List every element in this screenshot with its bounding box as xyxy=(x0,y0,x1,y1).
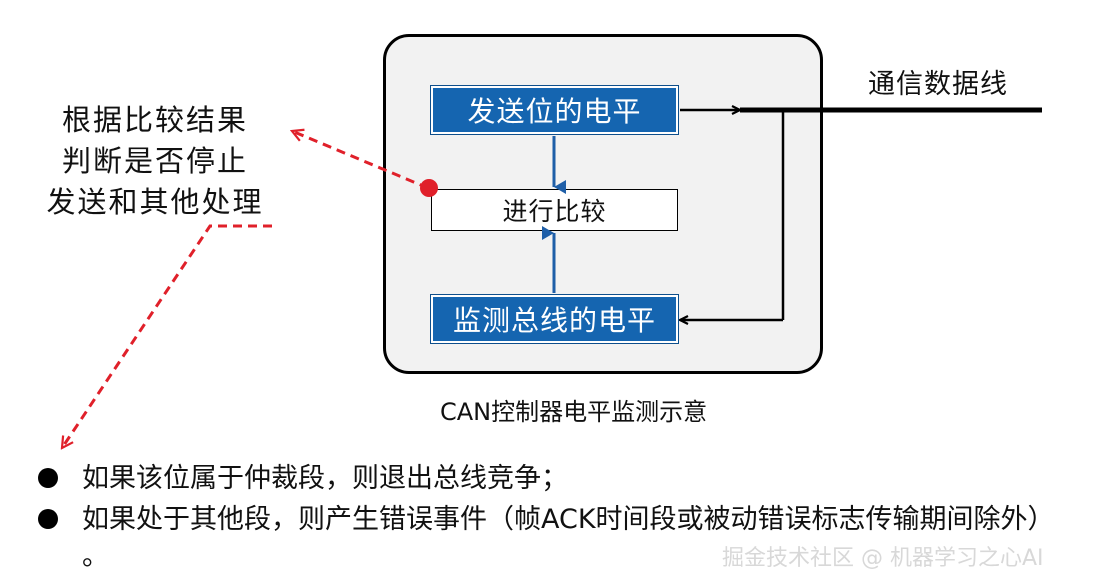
bullet-text-1: 如果该位属于仲裁段，则退出总线竞争； xyxy=(82,463,568,494)
bullet-item-1: 如果该位属于仲裁段，则退出总线竞争； xyxy=(38,460,1078,497)
diagram-caption: CAN控制器电平监测示意 xyxy=(440,398,708,426)
send-level-label: 发送位的电平 xyxy=(467,95,642,128)
compare-to-note-arrow xyxy=(292,131,429,190)
result-note-line-1: 根据比较结果 xyxy=(61,103,248,137)
monitor-level-box: 监测总线的电平 xyxy=(430,294,679,344)
compare-red-dot xyxy=(420,179,438,197)
send-level-box: 发送位的电平 xyxy=(430,85,679,135)
bullet-dot-icon xyxy=(38,509,58,529)
compare-label: 进行比较 xyxy=(502,197,607,226)
result-note-line-3: 发送和其他处理 xyxy=(46,185,264,219)
result-note-line-2: 判断是否停止 xyxy=(61,144,248,178)
watermark: 掘金技术社区 @ 机器学习之心AI xyxy=(722,546,1044,571)
bus-label: 通信数据线 xyxy=(868,69,1008,100)
bullet-text-2: 如果处于其他段，则产生错误事件（帧ACK时间段或被动错误标志传输期间除外） 。 xyxy=(82,504,1055,572)
bullet-item-2: 如果处于其他段，则产生错误事件（帧ACK时间段或被动错误标志传输期间除外） 。 xyxy=(38,501,1078,575)
bullet-dot-icon xyxy=(38,468,58,488)
monitor-level-label: 监测总线的电平 xyxy=(452,304,656,337)
compare-box: 进行比较 xyxy=(431,189,678,231)
note-to-list-arrow xyxy=(62,224,272,448)
result-note: 根据比较结果 判断是否停止 发送和其他处理 xyxy=(30,100,280,223)
bullet-list: 如果该位属于仲裁段，则退出总线竞争； 如果处于其他段，则产生错误事件（帧ACK时… xyxy=(38,460,1078,575)
